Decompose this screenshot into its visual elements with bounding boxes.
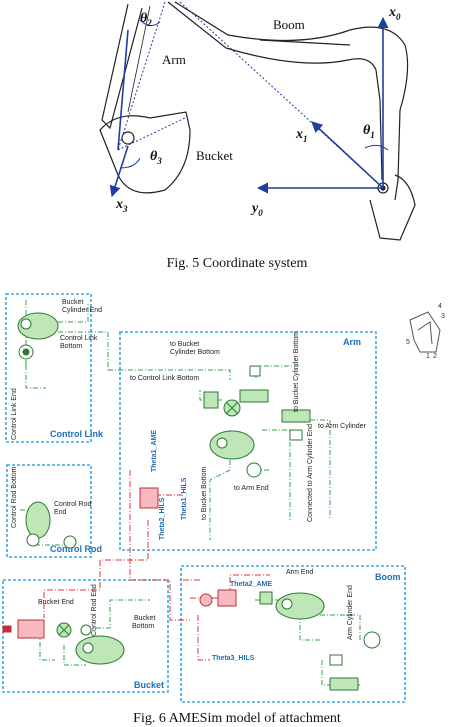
boom-joint <box>363 631 381 649</box>
arm-label: Arm <box>162 52 186 67</box>
x0-label: x0 <box>388 5 401 22</box>
theta3-hils-block <box>17 619 45 639</box>
coordinate-lines <box>109 1 389 198</box>
arm-link-dotted <box>117 1 166 151</box>
bucket-outline <box>99 111 191 194</box>
label-to-bucket-cylinder-bottom-1: to Bucket <box>170 341 199 348</box>
label-theta2-hils: Theta2_HILS <box>159 497 166 540</box>
group-arm <box>119 331 377 551</box>
label-connected-arm-cylinder-end: Connected to Arm Cylinder End <box>307 424 314 522</box>
y0-label: y0 <box>250 201 263 218</box>
group-label-bucket: Bucket <box>134 680 164 690</box>
label-control-link-bottom-2: Bottom <box>60 343 82 350</box>
label-to-control-link-bottom: to Control Link Bottom <box>130 375 199 382</box>
label-arm-end: Arm End <box>286 569 313 576</box>
mini-label-2: 2 <box>433 353 437 360</box>
group-label-control-link: Control Link <box>50 429 104 439</box>
arm-sensor <box>203 391 219 409</box>
boom-label: Boom <box>273 17 305 32</box>
theta2-arc <box>139 19 161 26</box>
theta3-label: θ3 <box>150 149 162 166</box>
label-bucket-cylinder-end-1: Bucket <box>62 299 83 306</box>
label-control-rod-end-1: Control Rod <box>54 501 91 508</box>
label-theta3-hils: Theta3_HILS <box>212 655 255 662</box>
label-arm-cylinder-end: Arm Cylinder End <box>347 585 354 640</box>
label-control-rod-bottom: Control Rod Bottom <box>11 466 18 528</box>
label-theta2-ame: Theta2_AME <box>230 581 272 588</box>
group-label-arm: Arm <box>343 337 361 347</box>
group-label-boom: Boom <box>375 572 401 582</box>
label-theta1-ame: Theta1_AME <box>151 430 158 472</box>
arm-body <box>209 430 255 460</box>
theta2-hils-block <box>139 487 159 509</box>
theta1-hils-block <box>217 589 237 607</box>
theta1-label: θ1 <box>363 123 375 140</box>
label-bucket-cylinder-end-2: Cylinder End <box>62 307 102 314</box>
label-bucket-bottom-2: Bottom <box>132 623 154 630</box>
hils-components <box>2 487 237 639</box>
group-label-control-rod: Control Rod <box>50 544 102 554</box>
label-control-link-end: Control Link End <box>11 388 18 440</box>
label-control-link-bottom-1: Control Link <box>60 335 98 342</box>
bucket-pivot <box>121 131 135 145</box>
fig6-caption: Fig. 6 AMESim model of attachment <box>133 711 341 726</box>
theta1-hils-joint <box>199 593 213 607</box>
label-to-bucket-bottom: to Bucket Bottom <box>201 467 208 520</box>
x3-axis-arrow <box>109 145 129 198</box>
group-control-rod <box>6 464 92 558</box>
arm-end-node <box>246 462 262 478</box>
mini-label-4: 4 <box>438 303 442 310</box>
label-control-rod-end-v: Control Rod End <box>91 584 98 636</box>
label-to-bucket-cylinder-bottom-2: Cylinder Bottom <box>170 349 220 356</box>
label-to-bucket-cylinder-bottom-v: to Bucket Cylinder Bottom <box>293 331 300 412</box>
theta3-arc <box>119 157 141 169</box>
arm-axis-line <box>117 29 129 151</box>
theta1-arc <box>364 144 389 151</box>
label-bucket-end: Bucket End <box>38 599 74 606</box>
arm-cylinder <box>281 409 311 423</box>
x1-label: x1 <box>295 127 308 144</box>
label-to-arm-end: to Arm End <box>234 485 269 492</box>
group-control-link <box>5 293 92 443</box>
bucket-cylinder <box>239 389 269 403</box>
label-bucket-bottom-1: Bucket <box>134 615 155 622</box>
label-control-rod-end-2: End <box>54 509 67 516</box>
fig5-caption: Fig. 5 Coordinate system <box>167 256 308 271</box>
mini-label-5: 5 <box>406 339 410 346</box>
label-to-arm-cylinder: to Arm Cylinder <box>318 423 367 430</box>
group-bucket <box>2 579 169 693</box>
control-rod-body <box>25 501 51 539</box>
bucket-link-dotted <box>117 117 186 151</box>
mini-label-1: 1 <box>426 353 430 360</box>
mini-excavator-icon <box>409 311 441 353</box>
boom-base <box>369 174 416 241</box>
x1-axis-arrow <box>311 121 384 189</box>
control-rod-joint <box>63 535 77 549</box>
group-boom <box>180 565 406 703</box>
boom-outline <box>167 1 409 201</box>
label-theta1-hils: Theta1_HILS <box>181 477 188 520</box>
bucket-label: Bucket <box>196 148 233 163</box>
mini-label-3: 3 <box>441 313 445 320</box>
x3-label: x3 <box>115 197 128 214</box>
theta2-label: θ2 <box>140 11 152 28</box>
boom-cylinder <box>329 677 359 691</box>
group-borders <box>2 293 406 703</box>
components <box>17 312 381 691</box>
